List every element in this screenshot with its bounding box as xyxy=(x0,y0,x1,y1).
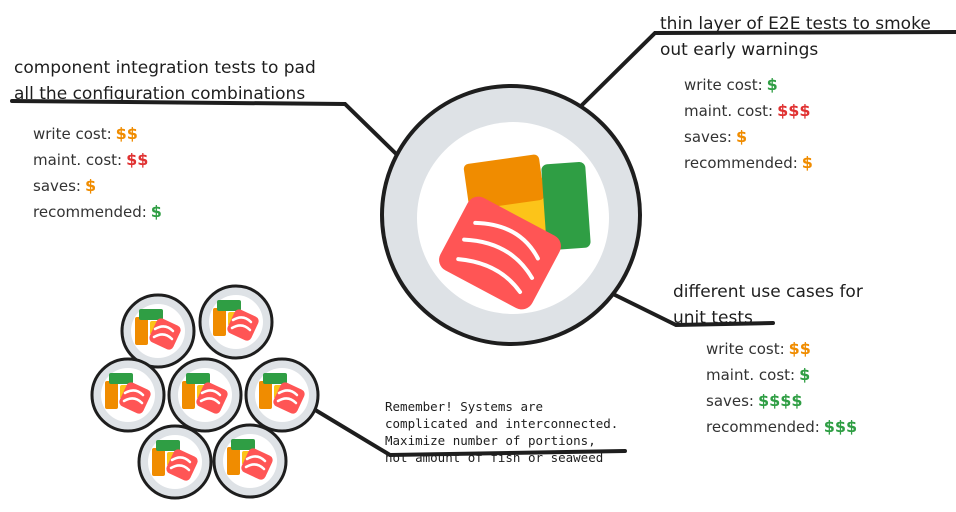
stat-value: $ xyxy=(84,176,97,195)
stat-value: $ xyxy=(735,127,748,146)
unit-tests-title-line2: unit tests xyxy=(673,308,753,328)
stat-row: write cost:$$ xyxy=(33,121,162,147)
stat-value: $ xyxy=(799,365,811,384)
stat-value: $ xyxy=(801,153,813,172)
stat-value: $ xyxy=(766,75,778,94)
stat-value: $$ xyxy=(126,150,149,169)
reminder-note-line4: not amount of fish or seaweed xyxy=(385,450,604,465)
stat-row: maint. cost:$$ xyxy=(33,147,162,173)
stat-row: saves:$ xyxy=(33,173,162,199)
unit-tests-stats: write cost:$$maint. cost:$saves:$$$$reco… xyxy=(706,336,857,440)
nori-piece xyxy=(541,161,591,251)
sushi-roll-icon xyxy=(244,357,320,433)
stat-value: $$ xyxy=(115,124,138,143)
integration-tests-title-line1: component integration tests to pad xyxy=(14,58,316,78)
stat-label: maint. cost: xyxy=(706,366,796,384)
stat-label: write cost: xyxy=(684,76,763,94)
stat-value: $$$ xyxy=(777,101,811,120)
stat-label: recommended: xyxy=(706,418,820,436)
sushi-roll-icon xyxy=(90,357,166,433)
stat-value: $$$ xyxy=(823,417,858,436)
reminder-note-line1: Remember! Systems are xyxy=(385,399,544,414)
sushi-roll-icon xyxy=(212,423,288,499)
stat-label: recommended: xyxy=(33,203,147,221)
stat-row: recommended:$ xyxy=(33,199,162,225)
stat-value: $$$$ xyxy=(757,391,803,410)
e2e-tests-title-line1: thin layer of E2E tests to smoke xyxy=(660,14,931,34)
stat-label: saves: xyxy=(706,392,754,410)
stat-value: $ xyxy=(150,202,162,221)
reminder-note-line2: complicated and interconnected. xyxy=(385,416,619,431)
stat-row: recommended:$$$ xyxy=(706,414,857,440)
sushi-roll-icon xyxy=(120,293,196,369)
sushi-roll-icon xyxy=(198,284,274,360)
sushi-rolls-group xyxy=(90,284,320,500)
e2e-tests-title-line2: out early warnings xyxy=(660,40,819,60)
stat-value: $$ xyxy=(788,339,811,358)
reminder-note: Remember! Systems are complicated and in… xyxy=(385,398,618,466)
stat-row: maint. cost:$ xyxy=(706,362,857,388)
stat-row: saves:$ xyxy=(684,124,813,150)
reminder-note-line3: Maximize number of portions, xyxy=(385,433,596,448)
stat-row: saves:$$$$ xyxy=(706,388,857,414)
leader-line-portions xyxy=(310,406,627,458)
stat-row: write cost:$ xyxy=(684,72,813,98)
integration-tests-title-line2: all the configuration combinations xyxy=(14,84,306,104)
unit-tests-title: different use cases for unit tests xyxy=(673,279,863,331)
stat-label: recommended: xyxy=(684,154,798,172)
integration-tests-stats: write cost:$$maint. cost:$$saves:$recomm… xyxy=(33,121,162,225)
sushi-roll-icon xyxy=(167,357,243,433)
big-sushi-plate xyxy=(380,84,642,346)
stat-label: maint. cost: xyxy=(33,151,123,169)
salmon-piece xyxy=(463,154,545,210)
stat-label: write cost: xyxy=(706,340,785,358)
stat-label: saves: xyxy=(33,177,81,195)
e2e-tests-title: thin layer of E2E tests to smoke out ear… xyxy=(660,11,931,63)
leader-line-e2e xyxy=(579,30,956,108)
e2e-tests-stats: write cost:$maint. cost:$$$saves:$recomm… xyxy=(684,72,813,176)
stat-row: recommended:$ xyxy=(684,150,813,176)
stat-row: maint. cost:$$$ xyxy=(684,98,813,124)
tuna-piece xyxy=(439,196,561,310)
stat-label: maint. cost: xyxy=(684,102,774,120)
stat-label: saves: xyxy=(684,128,732,146)
unit-tests-title-line1: different use cases for xyxy=(673,282,863,302)
stat-row: write cost:$$ xyxy=(706,336,857,362)
stat-label: write cost: xyxy=(33,125,112,143)
sushi-roll-icon xyxy=(137,424,213,500)
integration-tests-title: component integration tests to pad all t… xyxy=(14,55,316,107)
